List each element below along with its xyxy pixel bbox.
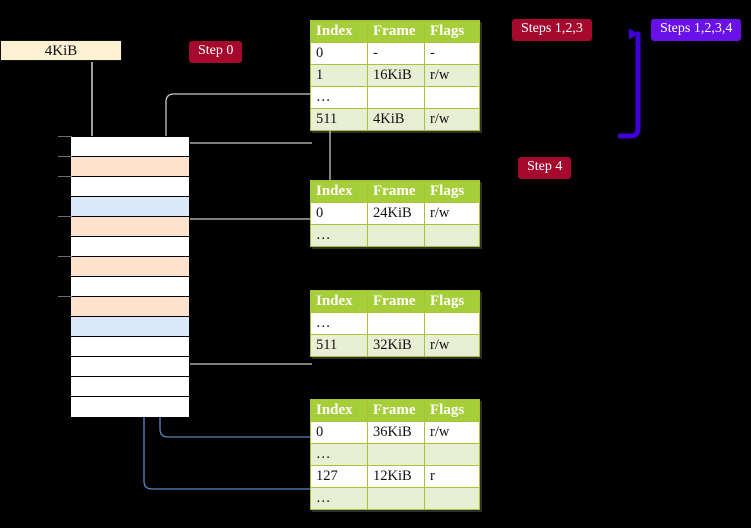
cell-flags: r/w [424, 421, 480, 444]
table-row: 0-- [310, 42, 480, 65]
cell-flags: - [424, 42, 480, 65]
column-header-flags: Flags [424, 180, 480, 203]
badge-step-0: Step 0 [189, 41, 243, 63]
memory-column [70, 136, 190, 417]
column-header-flags: Flags [424, 290, 480, 313]
column-header-index: Index [310, 180, 368, 203]
badge-step-4: Step 4 [518, 157, 572, 179]
cell-index: 127 [310, 465, 368, 488]
cell-frame [367, 443, 425, 466]
table-row: … [310, 487, 480, 510]
cell-frame: 24KiB [367, 202, 425, 225]
cell-index: … [310, 86, 368, 109]
size-box-4kib: 4KiB [0, 40, 122, 61]
memory-frame-row [71, 337, 189, 357]
column-header-index: Index [310, 290, 368, 313]
cell-index: … [310, 224, 368, 247]
memory-frame-row [71, 377, 189, 397]
table-row: … [310, 224, 480, 247]
cell-flags: r/w [424, 108, 480, 131]
memory-frame-row [71, 297, 189, 317]
memory-frame-row [71, 357, 189, 377]
column-header-index: Index [310, 20, 368, 43]
memory-frame-row [71, 317, 189, 337]
cell-frame: 36KiB [367, 421, 425, 444]
cell-index: 511 [310, 334, 368, 357]
cell-frame [367, 86, 425, 109]
violet-bracket-arrow [617, 28, 641, 139]
cell-frame: 4KiB [367, 108, 425, 131]
cell-flags [424, 224, 480, 247]
column-header-flags: Flags [424, 399, 480, 422]
cell-frame: - [367, 42, 425, 65]
badge-steps-123: Steps 1,2,3 [512, 19, 592, 41]
cell-frame [367, 312, 425, 335]
memory-frame-row [71, 397, 189, 417]
table-row: … [310, 86, 480, 109]
cell-index: … [310, 312, 368, 335]
cell-index: 511 [310, 108, 368, 131]
table-row: … [310, 312, 480, 335]
memory-row-tick [58, 136, 72, 137]
memory-frame-row [71, 137, 189, 157]
cell-flags [424, 487, 480, 510]
memory-frame-row [71, 257, 189, 277]
cell-frame: 12KiB [367, 465, 425, 488]
column-header-flags: Flags [424, 20, 480, 43]
column-header-frame: Frame [367, 20, 425, 43]
cell-frame [367, 487, 425, 510]
connector-t4-row0-to-memory [152, 331, 312, 438]
cell-flags: r [424, 465, 480, 488]
badge-steps-1234: Steps 1,2,3,4 [651, 19, 742, 41]
column-header-frame: Frame [367, 399, 425, 422]
cell-frame: 16KiB [367, 64, 425, 87]
cell-flags: r/w [424, 334, 480, 357]
connector-t1-row1-down [164, 93, 312, 159]
memory-frame-row [71, 157, 189, 177]
cell-flags [424, 86, 480, 109]
cell-frame [367, 224, 425, 247]
connector-t4-row127-to-memory [136, 210, 312, 490]
table-row: … [310, 443, 480, 466]
column-header-index: Index [310, 399, 368, 422]
cell-index: 0 [310, 202, 368, 225]
column-header-frame: Frame [367, 290, 425, 313]
memory-row-tick [58, 216, 72, 217]
cell-flags [424, 443, 480, 466]
memory-frame-row [71, 277, 189, 297]
cell-index: … [310, 487, 368, 510]
cell-index: 1 [310, 64, 368, 87]
memory-row-tick [58, 156, 72, 157]
memory-frame-row [71, 197, 189, 217]
cell-index: … [310, 443, 368, 466]
memory-frame-row [71, 237, 189, 257]
cell-flags: r/w [424, 202, 480, 225]
cell-flags: r/w [424, 64, 480, 87]
memory-row-tick [58, 296, 72, 297]
cell-frame: 32KiB [367, 334, 425, 357]
cell-index: 0 [310, 421, 368, 444]
memory-frame-row [71, 177, 189, 197]
cell-flags [424, 312, 480, 335]
memory-row-tick [58, 176, 72, 177]
column-header-frame: Frame [367, 180, 425, 203]
cell-index: 0 [310, 42, 368, 65]
memory-row-tick [58, 256, 72, 257]
memory-frame-row [71, 217, 189, 237]
